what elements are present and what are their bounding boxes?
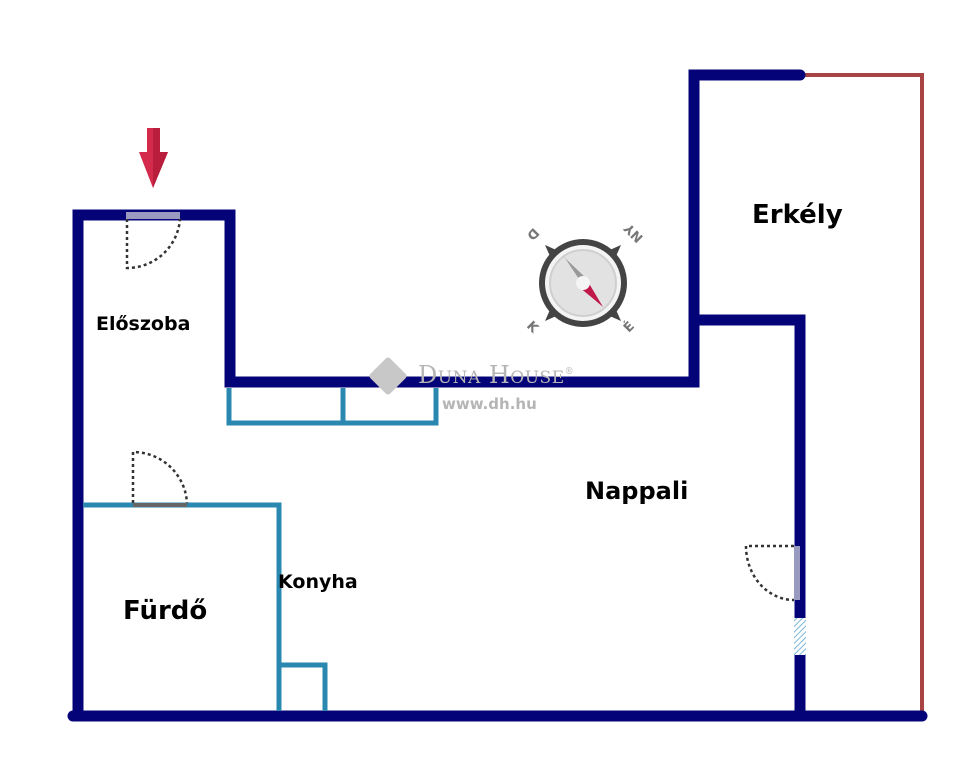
entrance-arrow-icon — [139, 128, 168, 188]
compass-icon — [539, 239, 627, 327]
room-label-nappali: Nappali — [585, 477, 689, 505]
watermark-brand: Duna House® — [418, 361, 575, 389]
balcony-door-icon — [744, 544, 800, 602]
bathroom-door-icon — [131, 450, 189, 507]
room-label-konyha: Konyha — [278, 571, 358, 593]
window-icon — [794, 618, 806, 655]
room-label-erkely: Erkély — [752, 200, 843, 230]
entrance-door-icon — [125, 212, 182, 270]
watermark-url: www.dh.hu — [442, 395, 537, 413]
room-label-eloszoba: Előszoba — [96, 313, 191, 335]
balcony-railing — [800, 73, 924, 716]
interior-walls — [83, 388, 439, 711]
room-label-furdo: Fürdő — [123, 596, 208, 626]
